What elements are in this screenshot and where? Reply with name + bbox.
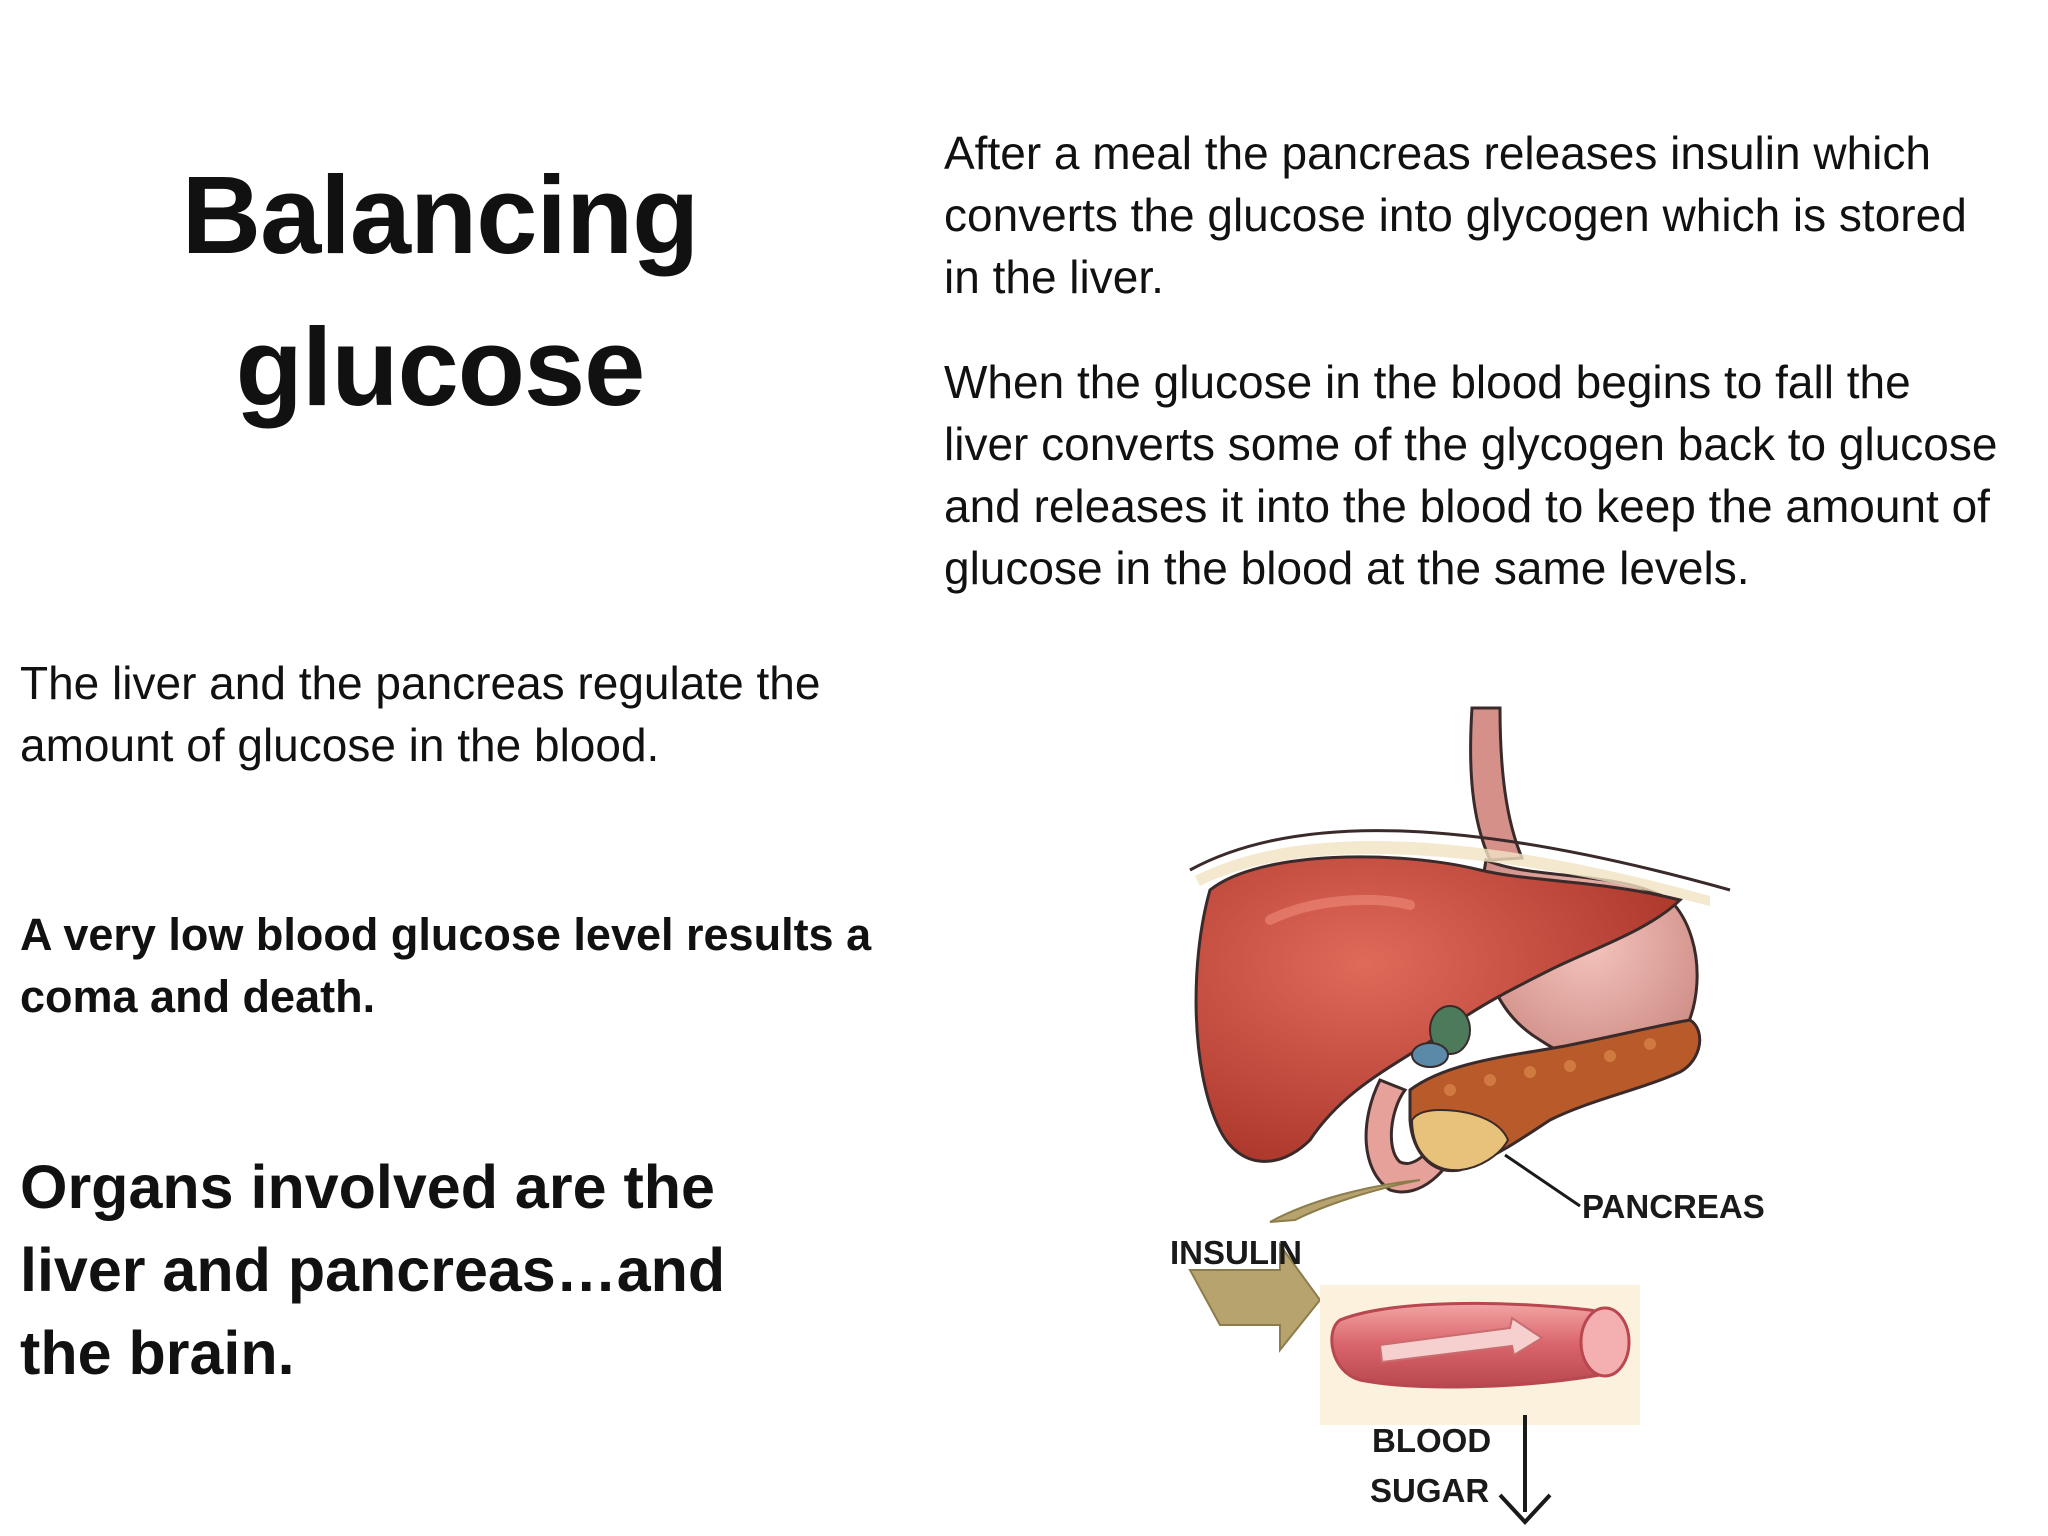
gallbladder-shape bbox=[1429, 1005, 1471, 1055]
after-meal-text: After a meal the pancreas releases insul… bbox=[944, 127, 1967, 303]
down-arrow-icon bbox=[1498, 1415, 1552, 1525]
pancreas-illustration bbox=[1408, 1018, 1702, 1173]
pancreas-label: PANCREAS bbox=[1582, 1188, 1765, 1225]
diaphragm-line bbox=[1189, 829, 1731, 892]
glucose-falls-text: When the glucose in the blood begins to … bbox=[944, 356, 1998, 594]
liver-illustration bbox=[1194, 855, 1683, 1163]
pancreas-pointer bbox=[1504, 1153, 1581, 1208]
organs-text: Organs involved are the liver and pancre… bbox=[20, 1153, 726, 1387]
glucose-diagram: PANCREAS INSULIN BLOOD SUGAR bbox=[1150, 700, 1770, 1536]
blood-label: BLOOD bbox=[1372, 1422, 1491, 1459]
slide-title: Balancing glucose bbox=[181, 154, 700, 429]
blood-vessel-illustration bbox=[1320, 1285, 1640, 1425]
insulin-arrow bbox=[1188, 1179, 1421, 1353]
sugar-label: SUGAR bbox=[1370, 1472, 1489, 1509]
warning-text: A very low blood glucose level results a… bbox=[20, 909, 872, 1022]
insulin-label: INSULIN bbox=[1170, 1234, 1302, 1271]
intro-text: The liver and the pancreas regulate the … bbox=[20, 657, 821, 771]
